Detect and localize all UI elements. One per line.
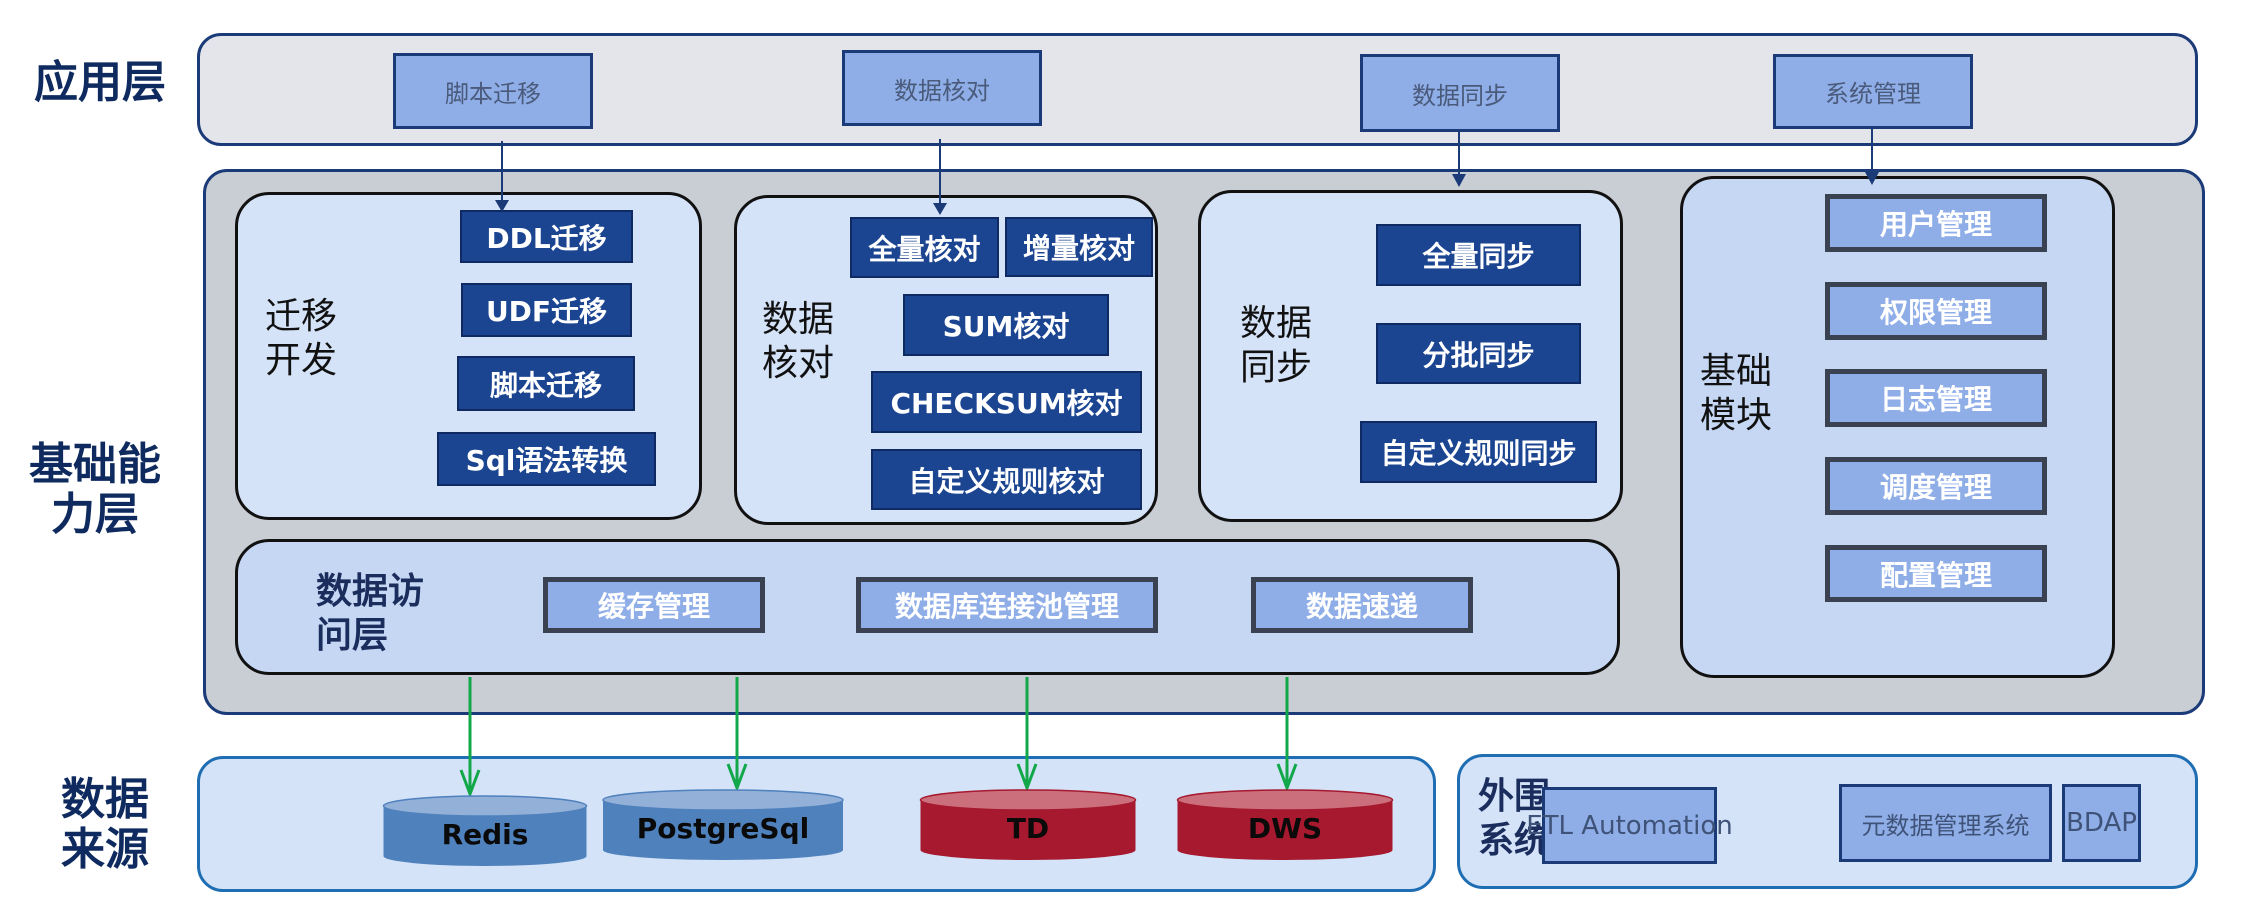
verification-title-line2: 核对 xyxy=(762,343,835,384)
db-label-postgresql: PostgreSql xyxy=(637,812,809,845)
layer-label-capability: 基础能 力层 xyxy=(10,440,180,540)
sync-title-line2: 同步 xyxy=(1240,347,1313,388)
data-access-item-data-express[interactable]: 数据速递 xyxy=(1251,577,1473,633)
arrowhead-script-migration xyxy=(495,200,509,212)
external-item-bdap[interactable]: BDAP xyxy=(2062,784,2141,862)
data-access-item-cache[interactable]: 缓存管理 xyxy=(543,577,765,633)
migration-title-line1: 迁移 xyxy=(265,296,338,337)
app-item-data-sync[interactable]: 数据同步 xyxy=(1360,54,1560,132)
external-item-etl-automation[interactable]: ETL Automation xyxy=(1526,787,1733,864)
migration-title-line2: 开发 xyxy=(265,340,338,381)
sync-group-title: 数据 同步 xyxy=(1240,302,1340,390)
app-arrows xyxy=(495,129,1879,215)
db-cylinder-top-td xyxy=(919,789,1137,811)
base-item-permission-management[interactable]: 权限管理 xyxy=(1825,282,2047,340)
db-cylinder-td[interactable] xyxy=(920,800,1136,860)
sync-item-custom-rule[interactable]: 自定义规则同步 xyxy=(1360,421,1597,483)
arrowhead-to-redis xyxy=(459,769,481,799)
layer-label-source-line2: 来源 xyxy=(61,824,149,875)
verification-item-checksum[interactable]: CHECKSUM核对 xyxy=(871,371,1142,433)
app-item-system-management[interactable]: 系统管理 xyxy=(1773,54,1973,129)
data-access-title-line1: 数据访 xyxy=(316,571,425,612)
verification-item-sum[interactable]: SUM核对 xyxy=(903,294,1109,356)
migration-group-title: 迁移 开发 xyxy=(265,295,365,383)
migration-item-sql-conversion[interactable]: Sql语法转换 xyxy=(437,432,656,486)
arrowhead-to-td xyxy=(1016,763,1038,793)
sync-item-batch[interactable]: 分批同步 xyxy=(1376,323,1581,384)
db-label-td: TD xyxy=(1007,812,1049,845)
base-item-user-management[interactable]: 用户管理 xyxy=(1825,194,2047,252)
migration-item-script[interactable]: 脚本迁移 xyxy=(457,356,635,411)
db-cylinder-postgresql[interactable] xyxy=(603,800,843,860)
app-item-data-verification[interactable]: 数据核对 xyxy=(842,50,1042,126)
migration-item-udf[interactable]: UDF迁移 xyxy=(461,283,632,337)
external-item-metadata[interactable]: 元数据管理系统 xyxy=(1839,784,2052,862)
external-title-line2: 系统 xyxy=(1478,820,1551,861)
db-cylinder-dws[interactable] xyxy=(1177,800,1393,860)
base-item-log-management[interactable]: 日志管理 xyxy=(1825,369,2047,427)
db-cylinder-top-redis xyxy=(382,795,588,817)
base-modules-group-title: 基础 模块 xyxy=(1700,350,1800,438)
layer-label-application: 应用层 xyxy=(34,57,166,108)
sync-title-line1: 数据 xyxy=(1240,303,1313,344)
data-access-group-title: 数据访 问层 xyxy=(240,570,466,658)
external-title-line1: 外围 xyxy=(1478,776,1551,817)
db-cylinder-top-dws xyxy=(1176,789,1394,811)
verification-group-title: 数据 核对 xyxy=(762,298,862,386)
base-modules-title-line2: 模块 xyxy=(1700,395,1773,436)
arrowhead-data-verification xyxy=(933,203,947,215)
layer-label-capability-line2: 力层 xyxy=(51,489,139,540)
db-label-dws: DWS xyxy=(1248,812,1322,845)
data-access-title-line2: 问层 xyxy=(316,615,389,656)
arrowhead-data-sync xyxy=(1452,174,1466,187)
arrowhead-to-dws xyxy=(1276,763,1298,793)
app-item-script-migration[interactable]: 脚本迁移 xyxy=(393,53,593,129)
verification-item-custom-rule[interactable]: 自定义规则核对 xyxy=(871,449,1142,510)
layer-label-source-line1: 数据 xyxy=(61,774,149,825)
verification-item-full[interactable]: 全量核对 xyxy=(850,217,999,278)
migration-item-ddl[interactable]: DDL迁移 xyxy=(460,210,633,263)
db-label-redis: Redis xyxy=(442,818,529,851)
verification-title-line1: 数据 xyxy=(762,299,835,340)
base-item-schedule-management[interactable]: 调度管理 xyxy=(1825,457,2047,515)
base-item-config-management[interactable]: 配置管理 xyxy=(1825,545,2047,602)
external-systems-title: 外围 系统 xyxy=(1478,775,1568,863)
arrowhead-system-management xyxy=(1865,172,1879,185)
arrowhead-to-postgresql xyxy=(726,763,748,793)
base-modules-title-line1: 基础 xyxy=(1700,351,1773,392)
db-cylinder-top-postgresql xyxy=(602,789,844,811)
layer-label-capability-line1: 基础能 xyxy=(29,439,161,490)
data-access-item-connection-pool[interactable]: 数据库连接池管理 xyxy=(856,577,1158,633)
data-source-cylinders: Redis PostgreSql TD DWS xyxy=(382,677,1394,866)
sync-item-full[interactable]: 全量同步 xyxy=(1376,224,1581,286)
verification-item-incremental[interactable]: 增量核对 xyxy=(1005,217,1153,277)
db-cylinder-redis[interactable] xyxy=(383,806,587,866)
layer-label-source: 数据 来源 xyxy=(30,775,180,875)
